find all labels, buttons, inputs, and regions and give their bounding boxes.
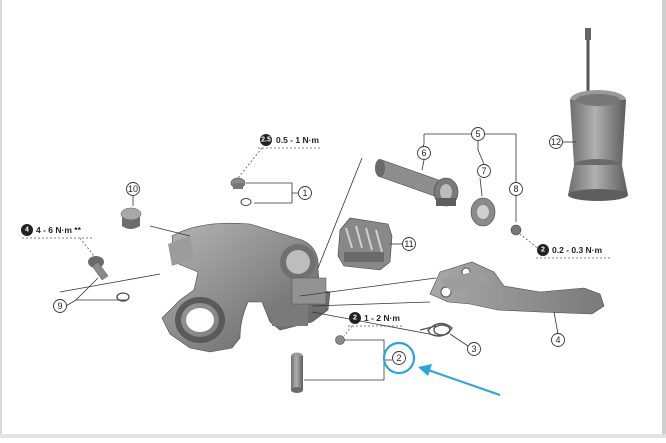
left-edge bbox=[0, 0, 2, 438]
svg-text:6: 6 bbox=[421, 148, 426, 158]
callout-1: 1 bbox=[299, 187, 312, 200]
svg-text:4: 4 bbox=[25, 227, 29, 234]
bleed-screw-part bbox=[231, 178, 251, 206]
svg-text:2: 2 bbox=[541, 247, 545, 254]
torque-label-top: 2.5 0.5 - 1 N·m bbox=[258, 134, 320, 148]
ball-part bbox=[511, 225, 521, 235]
svg-text:0.2 - 0.3 N·m: 0.2 - 0.3 N·m bbox=[552, 245, 603, 255]
callout-3: 3 bbox=[468, 343, 481, 356]
reservoir-cover-part bbox=[338, 218, 392, 270]
bottom-edge bbox=[0, 434, 666, 438]
svg-text:2: 2 bbox=[353, 315, 357, 322]
funnel-part bbox=[568, 28, 628, 201]
svg-text:4 - 6 N·m **: 4 - 6 N·m ** bbox=[36, 225, 82, 235]
svg-text:10: 10 bbox=[128, 184, 138, 194]
cap-part bbox=[121, 208, 141, 229]
callout-9: 9 bbox=[54, 300, 67, 313]
svg-text:2: 2 bbox=[396, 353, 401, 363]
svg-text:12: 12 bbox=[551, 137, 561, 147]
callout-12: 12 bbox=[550, 136, 563, 149]
svg-text:7: 7 bbox=[481, 166, 486, 176]
callout-11: 11 bbox=[403, 238, 416, 251]
seal-part bbox=[471, 198, 495, 226]
svg-text:1 - 2 N·m: 1 - 2 N·m bbox=[364, 313, 400, 323]
lever-body-part bbox=[162, 223, 330, 352]
callout-8: 8 bbox=[510, 183, 523, 196]
callout-5: 5 bbox=[472, 128, 485, 141]
callout-10: 10 bbox=[127, 183, 140, 196]
callout-4: 4 bbox=[552, 334, 565, 347]
torque-label-left: 4 4 - 6 N·m ** bbox=[21, 224, 92, 238]
callout-7: 7 bbox=[478, 165, 491, 178]
set-screw-part bbox=[336, 336, 345, 345]
svg-text:3: 3 bbox=[471, 344, 476, 354]
piston-part bbox=[375, 159, 458, 206]
svg-text:5: 5 bbox=[475, 129, 480, 139]
svg-text:0.5 - 1 N·m: 0.5 - 1 N·m bbox=[276, 135, 319, 145]
torque-label-right: 2 0.2 - 0.3 N·m bbox=[536, 244, 612, 258]
svg-text:1: 1 bbox=[302, 188, 307, 198]
svg-text:2.5: 2.5 bbox=[261, 137, 271, 144]
lever-blade-part bbox=[430, 262, 604, 314]
pointer-arrow-icon bbox=[418, 364, 500, 395]
right-edge bbox=[662, 0, 666, 438]
spring-part bbox=[420, 323, 452, 336]
svg-text:8: 8 bbox=[513, 184, 518, 194]
pivot-pin-part bbox=[291, 353, 303, 394]
svg-text:11: 11 bbox=[404, 239, 413, 249]
callout-6: 6 bbox=[418, 147, 431, 160]
svg-text:9: 9 bbox=[57, 301, 62, 311]
callout-2[interactable]: 2 bbox=[384, 343, 414, 373]
svg-text:4: 4 bbox=[555, 335, 560, 345]
clamp-bolt-part bbox=[88, 256, 129, 301]
